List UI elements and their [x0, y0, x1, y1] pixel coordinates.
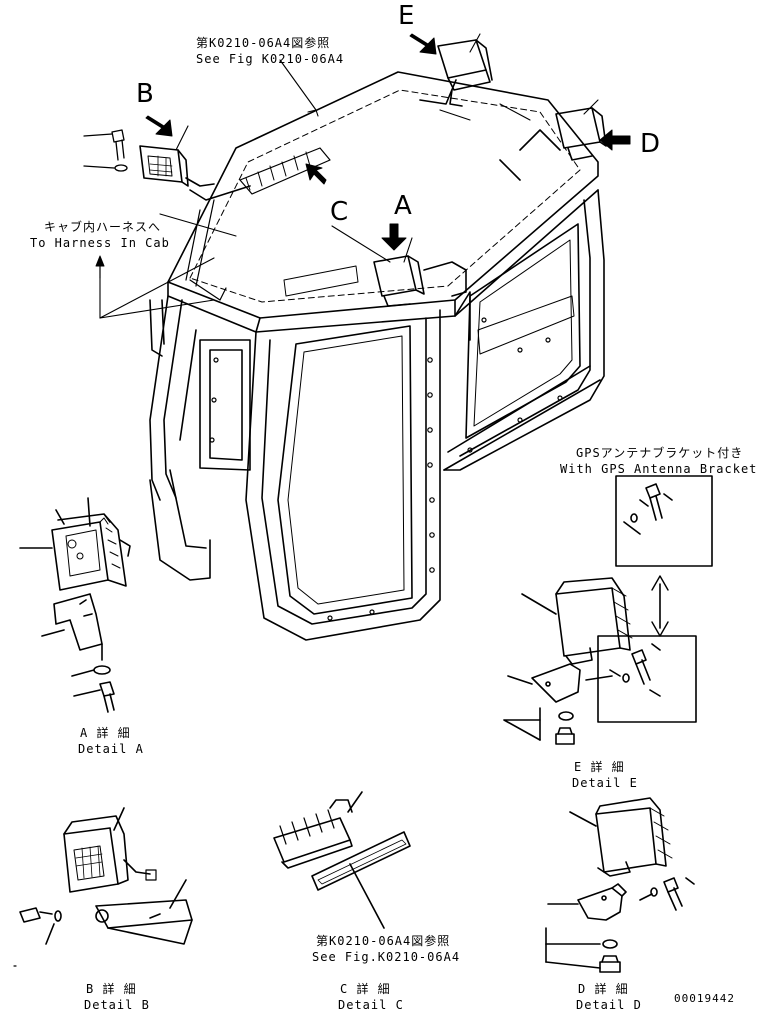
- detail-e: [503, 475, 713, 745]
- detail-c-en: Detail C: [338, 998, 404, 1011]
- lamp-a: [373, 255, 467, 307]
- harness-jp: キャブ内ハーネスへ: [44, 220, 162, 234]
- detail-c: [273, 791, 411, 929]
- ref-top-en: See Fig K0210-06A4: [196, 52, 345, 66]
- callout-arrows: [145, 33, 631, 251]
- lamp-e: [437, 39, 493, 107]
- callout-b: B: [136, 79, 154, 109]
- detail-a-en: Detail A: [78, 742, 144, 756]
- detail-b-jp: B 詳 細: [86, 982, 137, 996]
- callout-e: E: [398, 1, 415, 31]
- detail-e-en: Detail E: [572, 776, 638, 790]
- leader-lines: [99, 33, 599, 319]
- ref-c-en: See Fig.K0210-06A4: [312, 950, 461, 964]
- detail-a-jp: A 詳 細: [80, 726, 131, 740]
- gps-note-en: With GPS Antenna Bracket: [560, 462, 758, 476]
- bolt-b-top: [83, 129, 128, 172]
- callout-c: C: [330, 197, 349, 227]
- detail-a: [20, 497, 131, 713]
- detail-e-jp: E 詳 細: [574, 760, 625, 774]
- detail-d: [545, 797, 695, 973]
- detail-c-jp: C 詳 細: [340, 982, 391, 996]
- harness-en: To Harness In Cab: [30, 236, 170, 250]
- detail-b: [13, 807, 193, 967]
- cab-frame: [149, 71, 605, 641]
- drawing-number: 00019442: [674, 992, 735, 1005]
- callout-d: D: [640, 129, 661, 159]
- lamp-d: [555, 107, 607, 161]
- ref-top-jp: 第K0210-06A4図参照: [196, 36, 331, 50]
- ref-c-jp: 第K0210-06A4図参照: [316, 934, 451, 948]
- lamp-b: [139, 145, 215, 187]
- detail-d-jp: D 詳 細: [578, 982, 629, 996]
- gps-note-jp: GPSアンテナブラケット付き: [576, 446, 744, 460]
- callout-a: A: [394, 191, 412, 221]
- detail-b-en: Detail B: [84, 998, 150, 1011]
- detail-d-en: Detail D: [576, 998, 642, 1011]
